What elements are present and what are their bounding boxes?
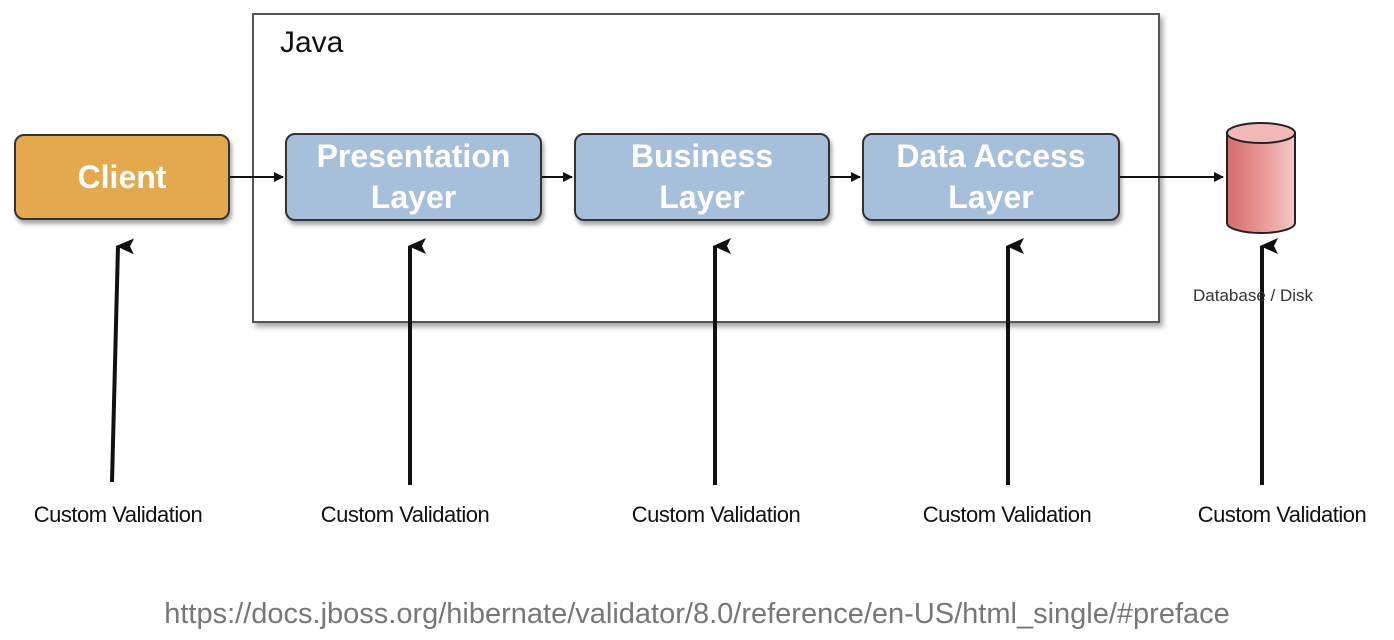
business-layer-node: Business Layer xyxy=(574,133,830,221)
validation-arrow-client xyxy=(110,238,135,483)
source-url: https://docs.jboss.org/hibernate/validat… xyxy=(164,598,1230,630)
validation-label-data-access: Custom Validation xyxy=(922,502,1092,527)
database-label: Database / Disk xyxy=(1193,286,1313,305)
java-container-title: Java xyxy=(280,26,344,59)
validation-label-business: Custom Validation xyxy=(631,502,801,527)
presentation-layer-node: Presentation Layer xyxy=(285,133,542,221)
validation-label-database: Custom Validation xyxy=(1197,502,1367,527)
data-access-layer-node: Data Access Layer xyxy=(862,133,1120,221)
database-cylinder-icon xyxy=(1226,122,1296,234)
validation-label-client: Custom Validation xyxy=(33,502,203,527)
client-node: Client xyxy=(14,134,230,220)
validation-label-presentation: Custom Validation xyxy=(320,502,490,527)
